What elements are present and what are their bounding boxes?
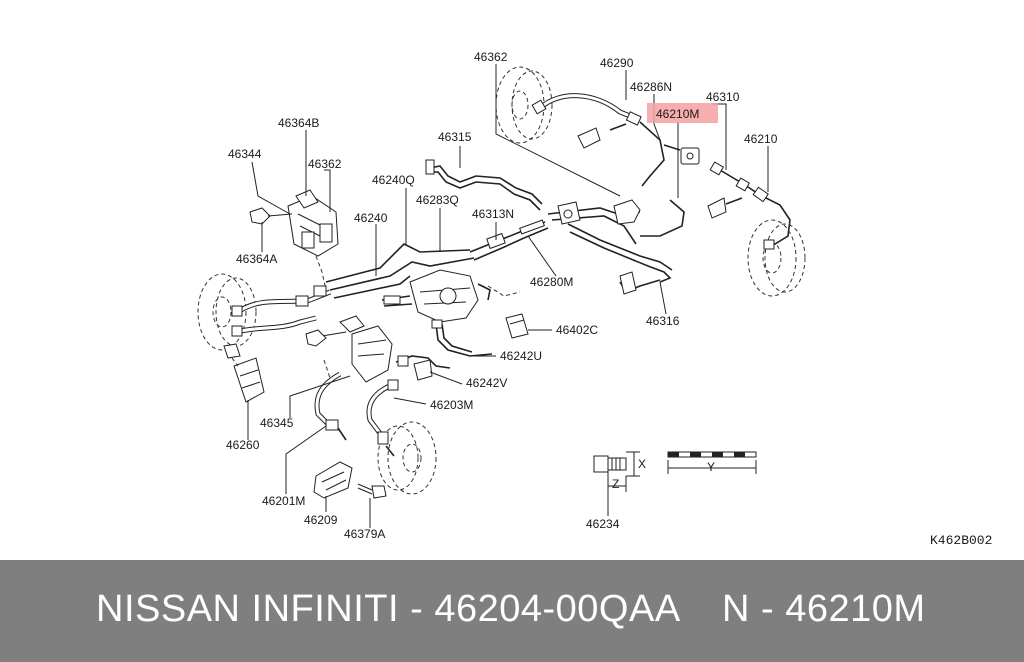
label-46402c[interactable]: 46402C [556, 323, 598, 337]
label-46201m[interactable]: 46201M [262, 494, 305, 508]
label-46209[interactable]: 46209 [304, 513, 338, 527]
label-46280m[interactable]: 46280M [530, 275, 573, 289]
banner-brand-part-number: NISSAN INFINITI - 46204-00QAA [96, 588, 681, 630]
front-left-hoses [231, 285, 331, 337]
label-46313n[interactable]: 46313N [472, 207, 514, 221]
bracket-46260 [223, 343, 265, 403]
left-bracket-assembly [249, 189, 339, 291]
brake-line-diagram: 46362 46290 46286N 46310 46210M 46210 46… [197, 50, 992, 548]
diagram-reference-code: K462B002 [930, 533, 992, 548]
label-46240q[interactable]: 46240Q [372, 173, 415, 187]
label-46345[interactable]: 46345 [260, 416, 294, 430]
main-brake-pipes [325, 159, 549, 299]
label-46362-left[interactable]: 46362 [308, 157, 342, 171]
part-info-banner [0, 560, 1024, 662]
front-hose-46203m [366, 379, 399, 457]
abs-unit [381, 269, 521, 323]
leader-lines [247, 64, 769, 528]
label-46210[interactable]: 46210 [744, 132, 778, 146]
dimension-z-label: Z [612, 477, 619, 491]
label-46379a[interactable]: 46379A [344, 527, 385, 541]
rear-brake-hose-top [531, 93, 642, 126]
label-46203m[interactable]: 46203M [430, 398, 473, 412]
rear-pipes [577, 121, 791, 250]
label-46210m[interactable]: 46210M [656, 107, 699, 121]
label-46260[interactable]: 46260 [226, 438, 260, 452]
label-46315[interactable]: 46315 [438, 130, 472, 144]
lower-pipes [395, 319, 493, 381]
front-centre-bracket [305, 315, 393, 441]
label-46240[interactable]: 46240 [354, 211, 388, 225]
part-highlight [647, 103, 718, 123]
label-46286n[interactable]: 46286N [630, 80, 672, 94]
bolt-46379a [357, 483, 387, 499]
part-labels: 46362 46290 46286N 46310 46210M 46210 46… [226, 50, 778, 541]
label-46290[interactable]: 46290 [600, 56, 634, 70]
label-46316[interactable]: 46316 [646, 314, 680, 328]
wheel-front-bottom [377, 421, 437, 495]
bolt-46234-detail [593, 451, 640, 516]
centre-frame-brackets [495, 90, 673, 295]
label-46310[interactable]: 46310 [706, 90, 740, 104]
label-46362-top[interactable]: 46362 [474, 50, 508, 64]
wheel-front-left [197, 273, 257, 351]
label-46242u[interactable]: 46242U [500, 349, 542, 363]
banner-reference-number: N - 46210M [722, 588, 926, 630]
scale-bar [667, 451, 757, 474]
label-46242v[interactable]: 46242V [466, 376, 507, 390]
label-46234[interactable]: 46234 [586, 517, 620, 531]
clip-46402c [505, 313, 529, 339]
label-46283q[interactable]: 46283Q [416, 193, 459, 207]
wheel-rear-right [747, 219, 806, 297]
dimension-y-label: Y [707, 460, 715, 474]
label-46344[interactable]: 46344 [228, 147, 262, 161]
label-46364b[interactable]: 46364B [278, 116, 319, 130]
label-46364a[interactable]: 46364A [236, 252, 277, 266]
dimension-x-label: X [638, 457, 646, 471]
clip-46209 [313, 461, 353, 499]
